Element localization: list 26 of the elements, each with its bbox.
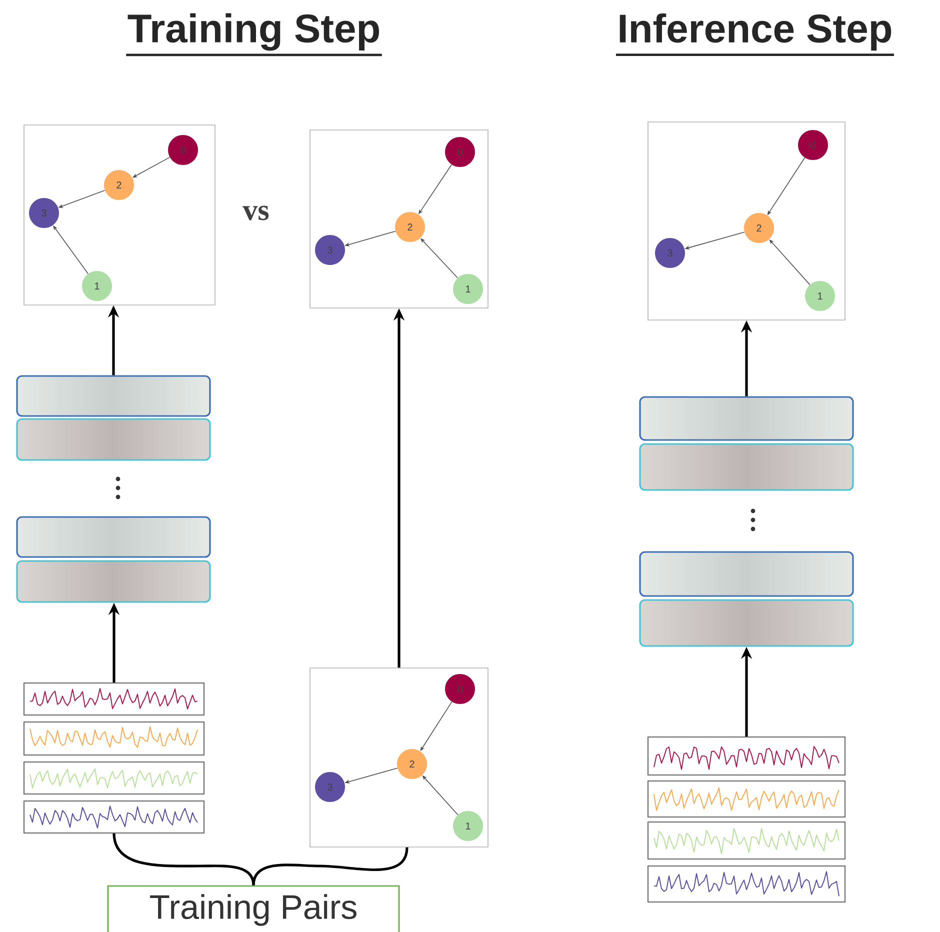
layer-box	[639, 599, 854, 647]
layer-box	[639, 443, 854, 491]
signal-plot	[24, 722, 204, 756]
heading: Training Step	[126, 13, 382, 56]
signal-plot	[648, 866, 846, 903]
graph-panel	[310, 130, 488, 308]
caption-box: Training Pairs	[107, 885, 400, 932]
signal-plot	[24, 762, 204, 794]
signal-plot	[24, 682, 204, 716]
layer-box	[639, 396, 854, 441]
heading: Inference Step	[616, 13, 894, 56]
layer-box	[16, 375, 211, 417]
layer-box	[639, 551, 854, 597]
comparison-label: vs	[242, 206, 269, 220]
brace	[112, 833, 255, 886]
graph-panel	[24, 124, 216, 306]
graph-panel	[648, 122, 846, 320]
graph-panel	[310, 668, 488, 848]
signal-plot	[648, 822, 846, 860]
signal-plot	[648, 780, 846, 818]
layer-box	[16, 516, 211, 558]
signal-plot	[24, 800, 204, 834]
brace	[252, 847, 408, 886]
layer-box	[16, 418, 211, 461]
layer-box	[16, 560, 211, 603]
signal-plot	[648, 736, 846, 776]
